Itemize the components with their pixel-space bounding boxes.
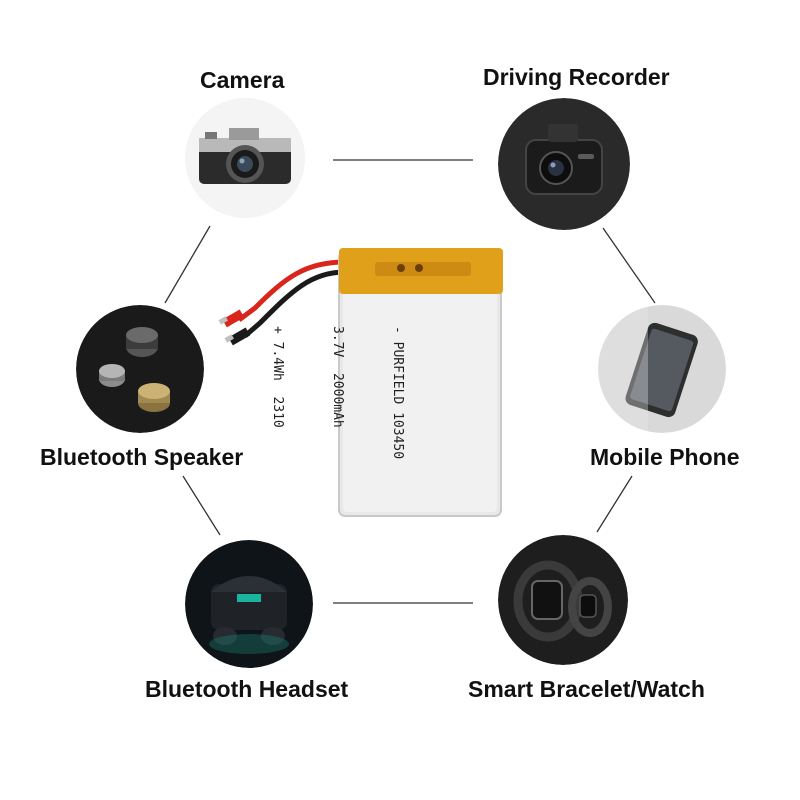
battery-label-line-2: 3.7V 2000mAh	[330, 326, 345, 428]
battery-label-line-3: + 7.4Wh 2310	[270, 326, 285, 428]
connector-speaker-camera	[164, 225, 211, 304]
camera-image	[185, 98, 305, 218]
battery-label-text: - PURFIELD 103450 3.7V 2000mAh + 7.4Wh 2…	[227, 326, 447, 459]
connector-headset-speaker	[182, 475, 221, 536]
mobile-phone-image	[598, 305, 726, 433]
lipo-battery-image: - PURFIELD 103450 3.7V 2000mAh + 7.4Wh 2…	[215, 238, 515, 518]
mobile-phone-label: Mobile Phone	[590, 444, 740, 470]
bluetooth-speaker-label: Bluetooth Speaker	[40, 444, 244, 470]
bluetooth-headset-image	[185, 540, 313, 668]
bluetooth-headset-label: Bluetooth Headset	[145, 676, 349, 702]
smart-bracelet-watch-image	[498, 535, 628, 665]
connector-recorder-phone	[602, 227, 656, 304]
driving-recorder-image	[498, 98, 630, 230]
camera-label: Camera	[200, 67, 285, 93]
smart-bracelet-watch-label: Smart Bracelet/Watch	[468, 676, 705, 702]
battery-label-line-1: - PURFIELD 103450	[390, 326, 405, 460]
driving-recorder-label: Driving Recorder	[483, 64, 670, 90]
connector-phone-watch	[596, 475, 633, 533]
bluetooth-speaker-image	[76, 305, 204, 433]
